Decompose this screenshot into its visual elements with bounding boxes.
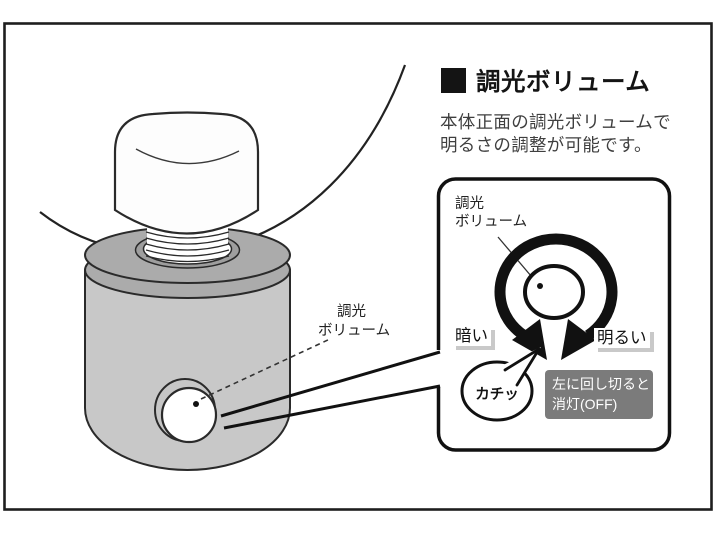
bulb-cap <box>113 111 260 235</box>
rotate-left-label: 暗い <box>452 326 491 346</box>
off-note-line-1: 左に回し切ると <box>552 376 650 392</box>
knob-label-line-1: 調光 <box>337 304 366 320</box>
click-bubble-tail <box>501 347 541 389</box>
section-title: 調光ボリューム <box>476 69 651 96</box>
lamp-body <box>84 226 291 471</box>
click-bubble-icon <box>460 347 541 422</box>
magnify-leader-lines <box>220 350 441 430</box>
rotation-arrow-right-head <box>561 319 596 360</box>
knob-label-line-2: ボリューム <box>318 323 391 339</box>
dial-label-line-2: ボリューム <box>455 214 528 230</box>
knob-label: 調光 ボリューム <box>318 303 390 341</box>
bulb-highlight-line <box>135 148 240 165</box>
description-line-2: 明るさの調整が可能です。 <box>440 135 652 155</box>
heading-square-icon <box>441 68 466 93</box>
rotation-arrow-ring <box>494 233 618 340</box>
dial-label-line-1: 調光 <box>455 196 484 212</box>
off-note-line-2: 消灯(OFF) <box>552 396 618 412</box>
dial-circle <box>523 264 585 320</box>
description-line-1: 本体正面の調光ボリュームで <box>440 112 671 132</box>
frame-border <box>3 22 713 511</box>
click-sound-label: カチッ <box>475 387 519 403</box>
section-heading: 調光ボリューム <box>441 63 650 98</box>
rotate-right-label: 明るい <box>594 328 650 348</box>
knob-center-dot <box>193 401 199 407</box>
dial-center-dot <box>537 283 543 289</box>
dimmer-knob <box>154 378 218 444</box>
screw-threads <box>145 231 230 263</box>
callout-border-gap <box>433 350 444 387</box>
off-note-box: 左に回し切ると 消灯(OFF) <box>545 370 653 419</box>
dial-label: 調光 ボリューム <box>455 195 527 231</box>
knob-label-dashed-line <box>200 338 331 400</box>
